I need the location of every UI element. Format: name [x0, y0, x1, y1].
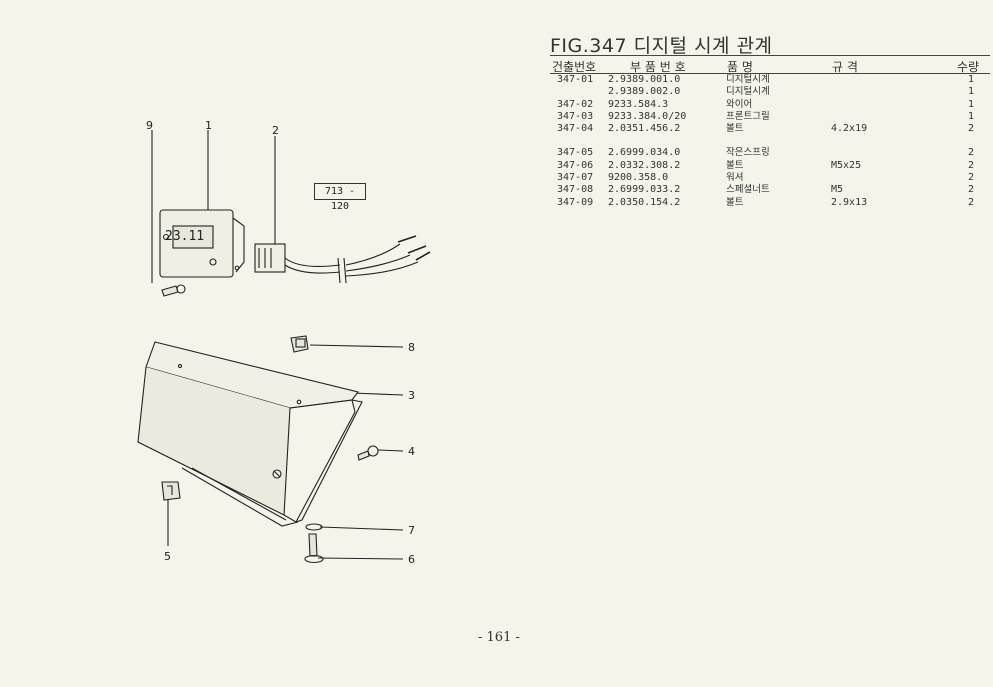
row-qty: 1 [967, 110, 974, 122]
row-spec: 2.9x13 [831, 196, 868, 208]
callout-2: 2 [272, 124, 279, 137]
row-name: 워셔 [726, 172, 744, 184]
table-row: 347-07 9200.358.0 워셔 2 [550, 172, 990, 184]
row-part-no: 9233.384.0/20 [608, 110, 687, 122]
row-qty: 2 [967, 172, 974, 184]
row-name: 볼트 [726, 196, 744, 208]
row-name: 프론트그릴 [726, 110, 770, 122]
row-qty: 1 [967, 74, 974, 85]
row-no: 347-01 [557, 74, 594, 85]
exploded-parts-diagram: 23.11 9 1 2 8 3 4 5 7 6 [137, 119, 431, 566]
row-part-no: 9200.358.0 [608, 172, 669, 184]
callout-3: 3 [408, 389, 415, 402]
callout-8: 8 [408, 341, 415, 354]
table-row: 347-05 2.6999.034.0 작은스프링 2 [550, 147, 990, 159]
reference-code-box: 713 - 120 [314, 183, 366, 212]
row-no: 347-07 [557, 172, 594, 184]
row-name: 작은스프링 [726, 147, 770, 159]
table-row: 347-03 9233.384.0/20 프론트그릴 1 [550, 111, 990, 123]
table-row: 347-09 2.0350.154.2 볼트 2.9x13 2 [550, 197, 990, 209]
row-no: 347-05 [557, 147, 594, 159]
callout-1: 1 [205, 119, 212, 132]
row-name: 볼트 [726, 123, 744, 135]
row-part-no: 2.9389.001.0 [608, 74, 681, 85]
callout-7: 7 [408, 524, 415, 537]
row-name: 볼트 [726, 159, 744, 171]
row-part-no: 2.9389.002.0 [608, 86, 681, 98]
row-name: 디지털시계 [726, 74, 770, 85]
table-row: 2.9389.002.0 디지털시계 1 [550, 86, 990, 98]
row-name: 스페셜너트 [726, 184, 770, 196]
callout-4: 4 [408, 445, 415, 458]
header-spec: 규 격 [832, 60, 858, 74]
row-part-no: 2.0351.456.2 [608, 123, 681, 135]
header-no: 건출번호 [552, 60, 597, 74]
table-row: 347-04 2.0351.456.2 볼트 4.2x19 2 [550, 123, 990, 135]
table-row: 347-01 2.9389.001.0 디지털시계 1 [550, 74, 990, 86]
table-row: 347-06 2.0332.308.2 볼트 M5x25 2 [550, 160, 990, 172]
header-qty: 수량 [957, 60, 980, 74]
row-no: 347-06 [557, 159, 594, 171]
row-part-no: 9233.584.3 [608, 98, 669, 110]
row-qty: 2 [967, 147, 974, 159]
table-row: 347-02 9233.584.3 와이어 1 [550, 99, 990, 111]
row-spec: M5 [831, 184, 844, 196]
row-no: 347-03 [557, 110, 594, 122]
row-spec: 4.2x19 [831, 123, 868, 135]
header-name: 품 명 [727, 60, 753, 74]
row-spec: M5x25 [831, 159, 862, 171]
row-qty: 1 [967, 98, 974, 110]
callout-9: 9 [146, 119, 153, 132]
row-no: 347-09 [557, 196, 594, 208]
row-part-no: 2.6999.033.2 [608, 184, 681, 196]
callout-6: 6 [408, 553, 415, 566]
row-qty: 2 [967, 159, 974, 171]
callout-5: 5 [164, 550, 171, 563]
clock-display-text: 23.11 [165, 229, 204, 244]
row-part-no: 2.0332.308.2 [608, 159, 681, 171]
parts-table: 347-01 2.9389.001.0 디지털시계 1 2.9389.002.0… [550, 74, 990, 209]
row-qty: 2 [967, 184, 974, 196]
table-row: 347-08 2.6999.033.2 스페셜너트 M5 2 [550, 184, 990, 196]
row-name: 와이어 [726, 98, 753, 110]
header-part-no: 부 품 번 호 [630, 60, 686, 74]
row-no: 347-02 [557, 98, 594, 110]
figure-title: FIG.347 디지털 시계 관계 [550, 35, 773, 57]
row-name: 디지털시계 [726, 86, 770, 98]
page-number: - 161 - [478, 630, 520, 645]
row-qty: 2 [967, 196, 974, 208]
row-part-no: 2.6999.034.0 [608, 147, 681, 159]
row-qty: 1 [967, 86, 974, 98]
row-no: 347-04 [557, 123, 594, 135]
row-part-no: 2.0350.154.2 [608, 196, 681, 208]
row-qty: 2 [967, 123, 974, 135]
title-divider [550, 55, 990, 56]
row-no: 347-08 [557, 184, 594, 196]
header-divider [550, 73, 990, 74]
